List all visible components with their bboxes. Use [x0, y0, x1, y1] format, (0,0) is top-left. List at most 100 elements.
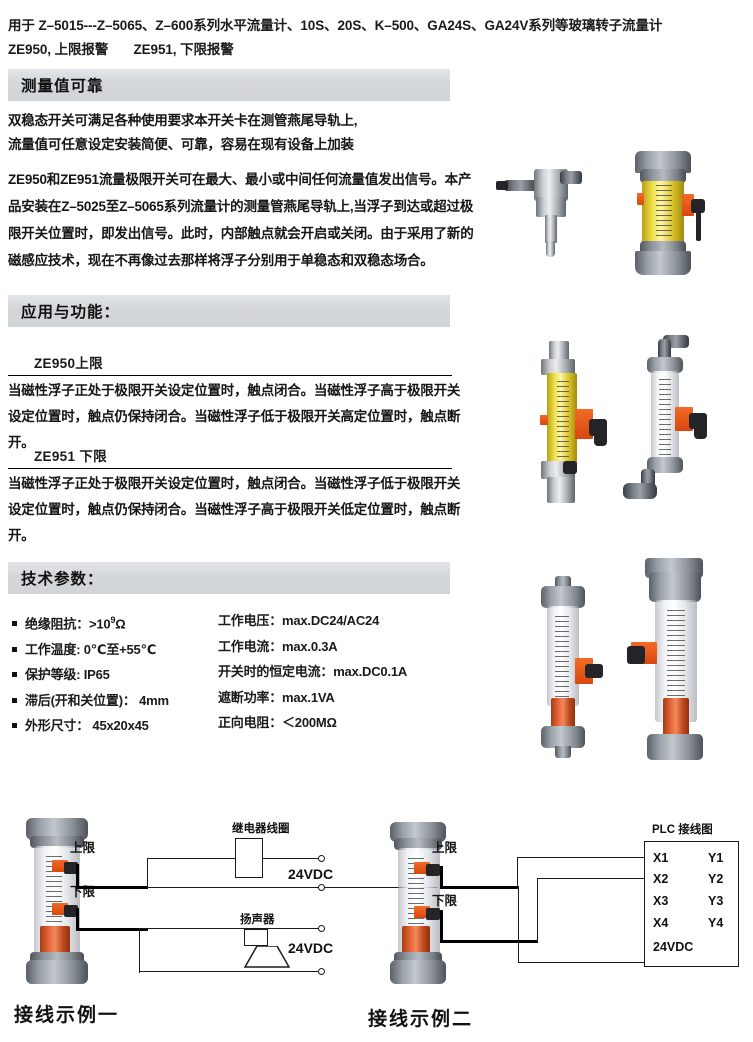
spec-label: 保护等级:: [25, 667, 81, 683]
square-bullet-icon: [12, 723, 17, 729]
wiring2-caption: 接线示例二: [368, 1009, 474, 1030]
wiring1-speaker-bottom-run: [139, 971, 321, 973]
spec-row: 滞后(开和关位置)： 4mm: [12, 688, 169, 714]
wiring2-supply-riser: [518, 886, 520, 963]
spec-row: 工作电压：max.DC24/AC24: [218, 613, 380, 628]
intro-line-2: ZE950, 上限报警 ZE951, 下限报警: [8, 38, 748, 62]
wiring1-relay-riser: [147, 858, 149, 888]
plc-title-label: PLC 接线图: [652, 824, 713, 836]
wiring2-x2-run: [537, 878, 645, 880]
relay-coil-symbol: [235, 838, 263, 878]
spec-value: 4mm: [135, 692, 169, 708]
reliability-body: ZE950和ZE951流量极限开关可在最大、最小或中间任何流量值发出信号。本产品…: [8, 172, 474, 268]
wiring1-caption: 接线示例一: [14, 1005, 120, 1026]
spec-label: 外形尺寸：: [25, 718, 90, 734]
intro-ze951: ZE951, 下限报警: [133, 42, 234, 57]
plc-output-y4: Y4: [708, 916, 724, 930]
square-bullet-icon: [12, 621, 17, 627]
spec-row: 工作电流：max.0.3A: [218, 638, 338, 654]
wiring1-speaker-riser: [139, 928, 141, 973]
subhead-ze950: ZE950上限: [8, 352, 452, 376]
intro-text: 用于 Z–5015---Z–5065、Z–600系列水平流量计、10S、20S、…: [8, 14, 748, 62]
wiring1-upper-limit-label: 上限: [70, 841, 96, 855]
wiring2-x2-riser: [537, 878, 539, 941]
plc-output-y3: Y3: [708, 894, 724, 908]
intro-ze950: ZE950, 上限报警: [8, 42, 109, 57]
wiring1-relay-top-run: [147, 858, 235, 860]
wiring2-upper-limit-label: 上限: [432, 841, 458, 855]
spec-row: 遮断功率：max.1VA: [218, 689, 335, 705]
square-bullet-icon: [12, 697, 17, 703]
spec-row: 正向电阻：＜200MΩ: [218, 715, 337, 730]
wiring2-lower-drop: [440, 910, 444, 942]
spec-value: IP65: [80, 667, 110, 683]
wiring2-x1-run: [517, 857, 645, 859]
banner-specs: 技术参数：: [8, 562, 450, 594]
wiring2-x1-riser: [517, 857, 519, 887]
product-photo-plastic-meters: [505, 558, 753, 770]
spec-label: 滞后(开和关位置)：: [25, 692, 136, 708]
wiring1-lower-run: [76, 928, 148, 932]
banner-specs-title: 技术参数：: [21, 571, 104, 588]
speaker-label: 扬声器: [240, 914, 275, 926]
wiring2-flowmeter-graphic: [378, 822, 488, 992]
ze950-description: 当磁性浮子正处于极限开关设定位置时，触点闭合。当磁性浮子高于极限开关设定位置时，…: [8, 383, 461, 450]
wiring1-relay-out: [263, 858, 321, 860]
speaker-horn-svg: [243, 945, 291, 968]
product-photo-sensor-and-meter: [490, 145, 750, 295]
spec-value: 0℃至+55℃: [80, 641, 157, 657]
product-photo-dual-meters: [495, 333, 753, 523]
reliability-lead-line-2: 流量值可任意设定安装简便、可靠，容易在现有设备上加装: [8, 137, 354, 152]
wiring2-upper-run: [440, 886, 518, 890]
wiring1-speaker-top-run: [139, 928, 321, 930]
wiring1-lower-drop: [76, 908, 80, 930]
reliability-lead-line-1: 双稳态开关可满足各种使用要求本开关卡在测管燕尾导轨上,: [8, 113, 358, 128]
wiring1-relay-return: [147, 887, 437, 889]
plc-input-x1: X1: [653, 851, 669, 865]
spec-list-left: 绝缘阻抗：>109Ω 工作温度: 0℃至+55℃ 保护等级: IP65 滞后(开…: [12, 608, 169, 739]
intro-line-1: 用于 Z–5015---Z–5065、Z–600系列水平流量计、10S、20S、…: [8, 18, 663, 33]
square-bullet-icon: [12, 646, 17, 652]
spec-label: 工作温度:: [25, 641, 81, 657]
plc-input-x2: X2: [653, 872, 669, 886]
spec-list-right: 工作电压：max.DC24/AC24 工作电流：max.0.3A 开关时的恒定电…: [218, 608, 407, 736]
spec-row: 绝缘阻抗：>109Ω: [12, 608, 169, 637]
banner-reliability-title: 测量值可靠: [21, 78, 104, 95]
ze951-description: 当磁性浮子正处于极限开关设定位置时，触点闭合。当磁性浮子低于极限开关设定位置时，…: [8, 476, 461, 543]
plc-supply-label: 24VDC: [653, 940, 694, 954]
wiring1-upper-run: [76, 886, 148, 890]
plc-output-y1: Y1: [708, 851, 724, 865]
square-bullet-icon: [12, 672, 17, 678]
spec-superscript: 9: [110, 615, 116, 625]
terminal-speaker-positive: [318, 925, 325, 932]
terminal-speaker-negative: [318, 968, 325, 975]
spec-row: 工作温度: 0℃至+55℃: [12, 637, 169, 663]
plc-box: [644, 841, 739, 967]
wiring2-lower-run: [440, 940, 538, 944]
spec-row: 开关时的恒定电流：max.DC0.1A: [218, 664, 408, 679]
wiring2-upper-drop: [440, 866, 444, 888]
plc-output-y2: Y2: [708, 872, 724, 886]
terminal-relay-negative: [318, 884, 325, 891]
wiring2-lower-limit-label: 下限: [432, 894, 458, 908]
wiring1-flowmeter-graphic: [14, 818, 124, 988]
spec-row: 外形尺寸： 45x20x45: [12, 713, 169, 739]
banner-application: 应用与功能：: [8, 295, 450, 327]
spec-value: 45x20x45: [89, 718, 149, 734]
spec-label: 绝缘阻抗：: [25, 616, 90, 632]
wiring2-supply-run: [518, 962, 645, 964]
wiring1-lower-limit-label: 下限: [70, 885, 96, 899]
terminal-relay-positive: [318, 855, 325, 862]
wiring1-upper-drop: [76, 864, 80, 888]
spec-row: 保护等级: IP65: [12, 662, 169, 688]
banner-application-title: 应用与功能：: [21, 304, 121, 321]
spec-value: >10: [89, 616, 111, 632]
spec-unit: Ω: [115, 616, 126, 632]
speaker-symbol-body: [244, 929, 268, 946]
subhead-ze951: ZE951 下限: [8, 445, 452, 469]
relay-coil-label: 继电器线圈: [232, 823, 290, 835]
banner-reliability: 测量值可靠: [8, 69, 450, 101]
plc-input-x4: X4: [653, 916, 669, 930]
wiring1-relay-supply-label: 24VDC: [288, 866, 334, 882]
